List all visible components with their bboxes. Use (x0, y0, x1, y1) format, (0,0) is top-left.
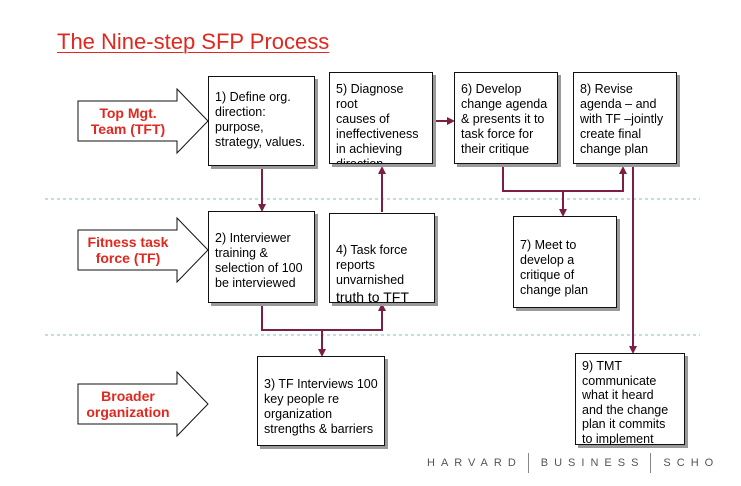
connector-6-7 (502, 163, 567, 217)
footer-word-2: BUSINESS (540, 456, 645, 469)
connector-7-8 (563, 166, 627, 192)
step-8-box: 8) Revise agenda – and with TF –jointly … (573, 72, 677, 164)
lane-arrow-1 (77, 87, 209, 155)
lane-label-broader-organization: Broader organization (86, 388, 170, 420)
step-3-box: 3) TF Interviews 100 key people re organ… (257, 356, 385, 446)
step-4-emphasis: truth to TFT (336, 289, 409, 303)
lane-label-top-mgt: Top Mgt. Team (TFT) (90, 105, 166, 137)
footer-separator (527, 453, 529, 473)
step-6-box: 6) Develop change agenda & presents it t… (454, 72, 558, 164)
step-1-box: 1) Define org. direction: purpose, strat… (208, 76, 315, 166)
footer-word-1: HARVARD (427, 456, 522, 469)
connector-3-4 (322, 303, 386, 331)
step-4-text: 4) Task force reports unvarnished (336, 243, 408, 287)
footer-word-3: SCHO (663, 456, 720, 469)
step-4-box: 4) Task force reports unvarnished truth … (329, 213, 435, 303)
page-title: The Nine-step SFP Process (57, 29, 330, 54)
footer-wordmark: HARVARD BUSINESS SCHO (427, 453, 719, 473)
step-7-box: 7) Meet to develop a critique of change … (513, 216, 617, 308)
step-9-box: 9) TMT communicate what it heard and the… (575, 353, 685, 445)
connector-2-3 (261, 302, 326, 357)
lane-arrow-2 (77, 216, 209, 284)
footer-separator (650, 453, 652, 473)
lane-label-fitness-task-force: Fitness task force (TF) (87, 234, 169, 266)
step-2-box: 2) Interviewer training & selection of 1… (208, 211, 315, 303)
step-5-box: 5) Diagnose root causes of ineffectivene… (329, 72, 433, 164)
lane-arrow-3 (77, 370, 209, 438)
